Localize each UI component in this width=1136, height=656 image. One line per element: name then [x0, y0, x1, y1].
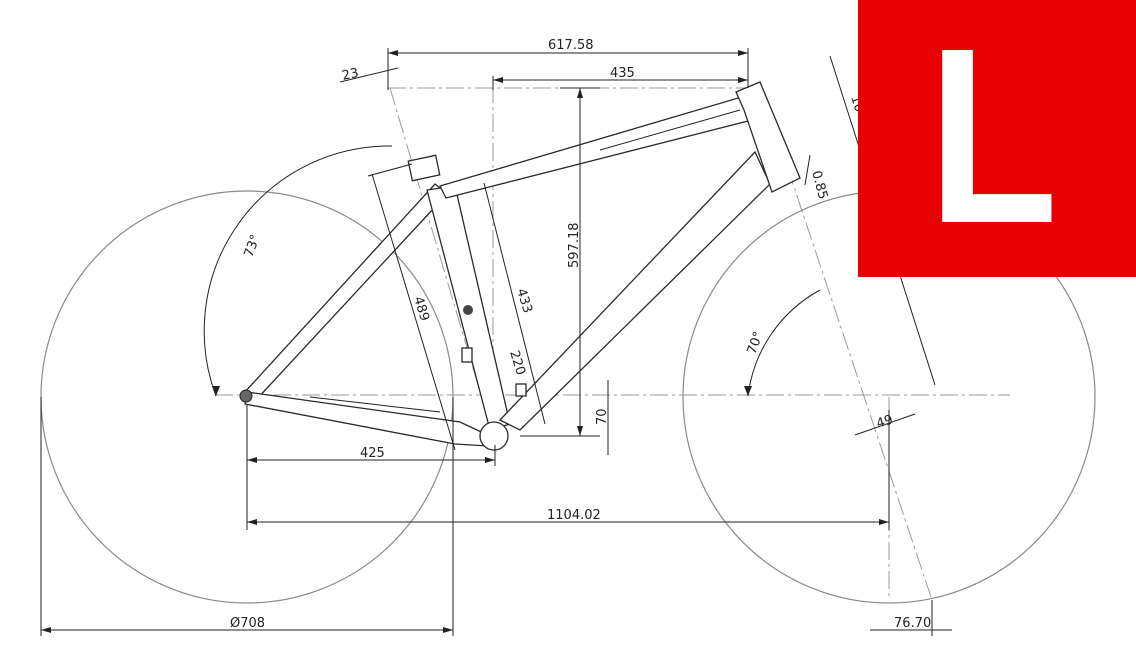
dim-seat-angle: 73° — [242, 233, 264, 260]
dim-wheelbase: 1104.02 — [547, 508, 601, 523]
dim-chainstay: 425 — [360, 446, 385, 461]
dim-trail: 76.70 — [894, 616, 931, 631]
dim-top-tube-effective: 617.58 — [548, 38, 594, 53]
dim-head-tube-offset: 0.85 — [808, 169, 830, 201]
dim-seat-tube-offset: 23 — [341, 66, 360, 84]
size-badge: L — [858, 0, 1136, 277]
size-letter: L — [928, 0, 1058, 275]
dim-reach: 435 — [610, 66, 635, 81]
bike-frame — [239, 81, 801, 451]
dim-bb-drop: 70 — [595, 408, 610, 425]
dim-wheel-diameter: Ø708 — [230, 616, 265, 631]
dim-head-angle: 70° — [745, 330, 767, 357]
arrowheads — [41, 50, 889, 633]
dim-bb-to-seatpost: 220 — [506, 349, 528, 377]
dim-stack: 597.18 — [567, 223, 582, 269]
dim-fork-offset: 49 — [875, 412, 895, 431]
dimension-lines — [40, 48, 952, 636]
dim-seat-tube-to-top: 433 — [513, 287, 535, 315]
dim-seat-tube-length: 489 — [410, 295, 432, 323]
